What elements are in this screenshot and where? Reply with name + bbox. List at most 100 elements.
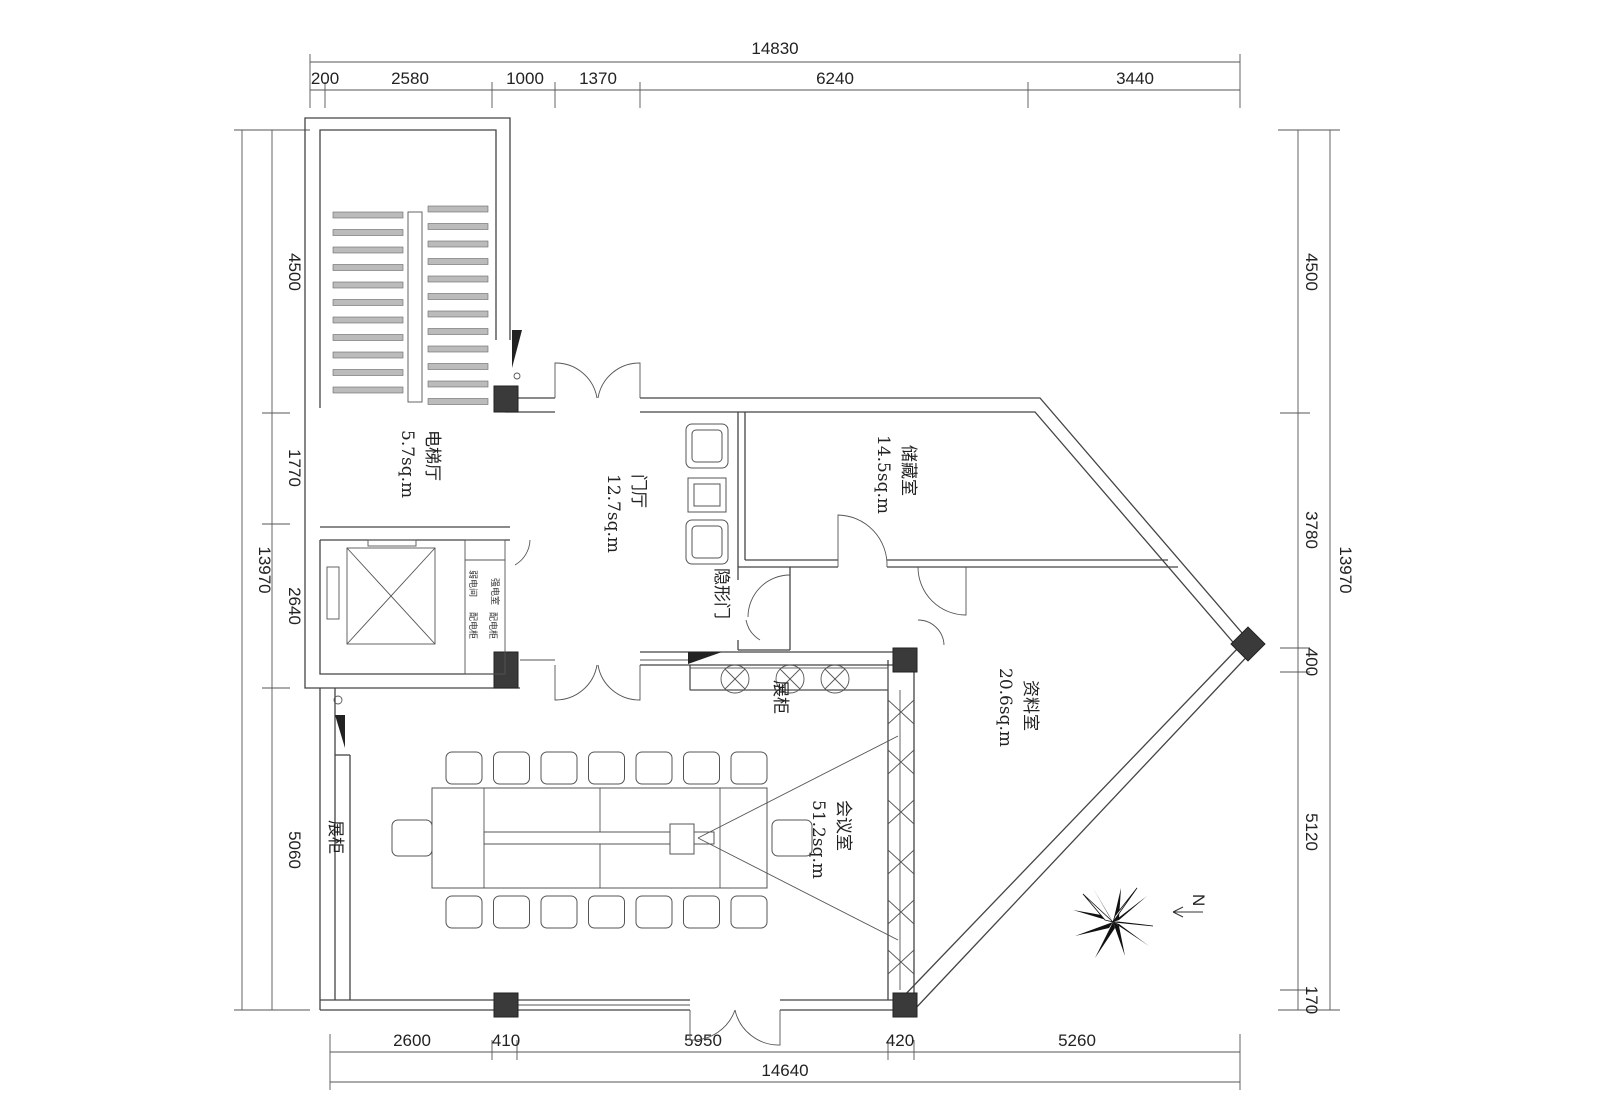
glass-panel (887, 749, 915, 775)
dimension-bottom: 2600 410 5950 420 5260 14640 (329, 1031, 1241, 1090)
dimension-right: 4500 3780 400 5120 170 13970 (1278, 129, 1355, 1014)
dim-bottom-seg: 420 (886, 1031, 914, 1050)
room-name-storage: 储藏室 (898, 445, 918, 496)
power-room-label: 强电室 (489, 578, 501, 605)
dim-right-seg: 170 (1302, 986, 1321, 1014)
room-area-storage: 14.5sq.m (873, 435, 893, 514)
north-label: N (1189, 894, 1208, 906)
weak-room-label: 弱电间 (467, 570, 479, 597)
stair-tread (332, 386, 404, 394)
dimension-left: 4500 1770 2640 5060 13970 (234, 129, 310, 1011)
chair (635, 895, 673, 929)
stair-tread (427, 240, 489, 248)
glass-panel (887, 799, 915, 825)
room-labels: 电梯厅 5.7sq.m 门厅 12.7sq.m 储藏室 14.5sq.m 资料室… (397, 430, 1040, 879)
display-cabinet-label: 展柜 (770, 680, 790, 714)
stair-tread (427, 328, 489, 335)
chair (635, 751, 673, 785)
foyer-seating (685, 423, 729, 565)
dim-left-seg: 5060 (285, 831, 304, 869)
meeting-furniture (391, 735, 899, 941)
stair-tread (332, 281, 404, 289)
column (493, 992, 519, 1018)
stair-tread (332, 351, 404, 359)
dim-left-total: 13970 (255, 546, 274, 593)
room-name-elevator-hall: 电梯厅 (422, 430, 442, 481)
room-area-foyer: 12.7sq.m (603, 474, 623, 553)
chair (683, 751, 720, 785)
chair (493, 751, 530, 785)
glass-panel (887, 849, 915, 875)
room-name-foyer: 门厅 (628, 474, 648, 508)
dim-bottom-seg: 2600 (393, 1031, 431, 1050)
chair (588, 751, 625, 785)
dim-right-seg: 5120 (1302, 813, 1321, 851)
stairs (332, 205, 489, 405)
glass-partition (887, 699, 915, 975)
hidden-door-label: 隐形门 (711, 568, 731, 619)
display-cabinet-label: 展柜 (325, 820, 345, 854)
elevator (326, 539, 506, 675)
chair (540, 751, 578, 785)
dim-right-total: 13970 (1336, 546, 1355, 593)
room-name-archive: 资料室 (1020, 680, 1040, 731)
stair-tread (332, 369, 404, 376)
stair-tread (427, 293, 489, 300)
dim-top-seg: 1000 (506, 69, 544, 88)
weak-room-label: 配电柜 (487, 612, 499, 639)
dim-top-seg: 200 (311, 69, 339, 88)
chair (683, 895, 720, 929)
dim-bottom-seg: 5260 (1058, 1031, 1096, 1050)
room-area-elevator-hall: 5.7sq.m (397, 430, 417, 498)
dim-top-seg: 2580 (391, 69, 429, 88)
stair-tread (332, 334, 404, 341)
dim-bottom-seg: 410 (492, 1031, 520, 1050)
column (493, 385, 519, 413)
dim-top-seg: 6240 (816, 69, 854, 88)
stair-tread (427, 398, 489, 405)
dim-left-seg: 2640 (285, 587, 304, 625)
column (1230, 626, 1266, 662)
dim-right-seg: 4500 (1302, 253, 1321, 291)
chair (730, 751, 768, 785)
chair (445, 751, 483, 785)
dimension-top: 14830 200 2580 1000 1370 6240 3440 (309, 39, 1241, 108)
north-arrow-icon: N (1073, 887, 1208, 958)
weak-room-label: 配电柜 (467, 612, 479, 639)
stair-tread (332, 229, 404, 236)
room-area-meeting: 51.2sq.m (808, 800, 828, 879)
room-area-archive: 20.6sq.m (995, 668, 1015, 747)
stair-tread (427, 223, 489, 230)
stair-tread (332, 316, 404, 324)
stair-tread (427, 205, 489, 213)
dim-right-seg: 400 (1302, 648, 1321, 676)
chair (730, 895, 768, 929)
dim-top-seg: 3440 (1116, 69, 1154, 88)
stair-tread (427, 258, 489, 265)
dim-top-seg: 1370 (579, 69, 617, 88)
columns (493, 385, 1266, 1018)
stair-tread (332, 211, 404, 219)
stair-tread (427, 310, 489, 318)
doors (514, 362, 967, 1046)
stair-tread (427, 363, 489, 370)
stair-tread (427, 380, 489, 388)
chair (540, 895, 578, 929)
dim-left-seg: 1770 (285, 449, 304, 487)
stair-handrail (407, 211, 423, 403)
column (493, 651, 519, 689)
chair (588, 895, 625, 929)
chair (445, 895, 483, 929)
chair (493, 895, 530, 929)
display-cabinet-top (689, 664, 889, 694)
room-name-meeting: 会议室 (833, 800, 853, 851)
stair-tread (332, 246, 404, 254)
stair-tread (332, 299, 404, 306)
stair-tread (332, 264, 404, 271)
column (892, 992, 918, 1018)
dim-bottom-total: 14640 (761, 1061, 808, 1080)
dim-left-seg: 4500 (285, 253, 304, 291)
stair-tread (427, 275, 489, 283)
stair-tread (427, 345, 489, 353)
